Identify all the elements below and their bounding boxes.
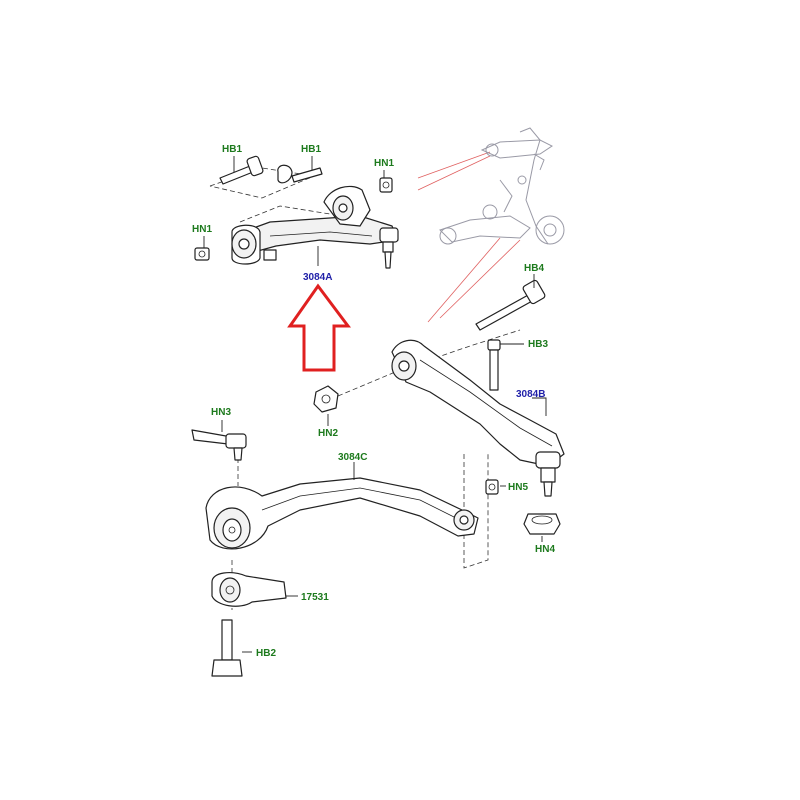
upper-arm-group [194,155,399,269]
label-hb1-left: HB1 [222,144,242,155]
label-hb4: HB4 [524,263,544,274]
label-lower-arm-3084b: 3084B [516,389,545,400]
label-hn5: HN5 [508,482,528,493]
label-front-arm-3084c: 3084C [338,452,367,463]
label-hn1-top: HN1 [374,158,394,169]
label-hb1-right: HB1 [301,144,321,155]
label-hn1-left: HN1 [192,224,212,235]
lower-rear-arm-group [313,274,565,569]
label-hb3: HB3 [528,339,548,350]
label-hb2: HB2 [256,648,276,659]
label-hn3: HN3 [211,407,231,418]
label-hn4: HN4 [535,544,555,555]
label-hn2: HN2 [318,428,338,439]
label-bracket-17531: 17531 [301,592,329,603]
label-upper-arm-3084a: 3084A [303,272,332,283]
highlight-up-arrow-icon [287,283,351,372]
inset-suspension-overview [417,127,565,323]
front-lower-arm-group [191,420,479,677]
